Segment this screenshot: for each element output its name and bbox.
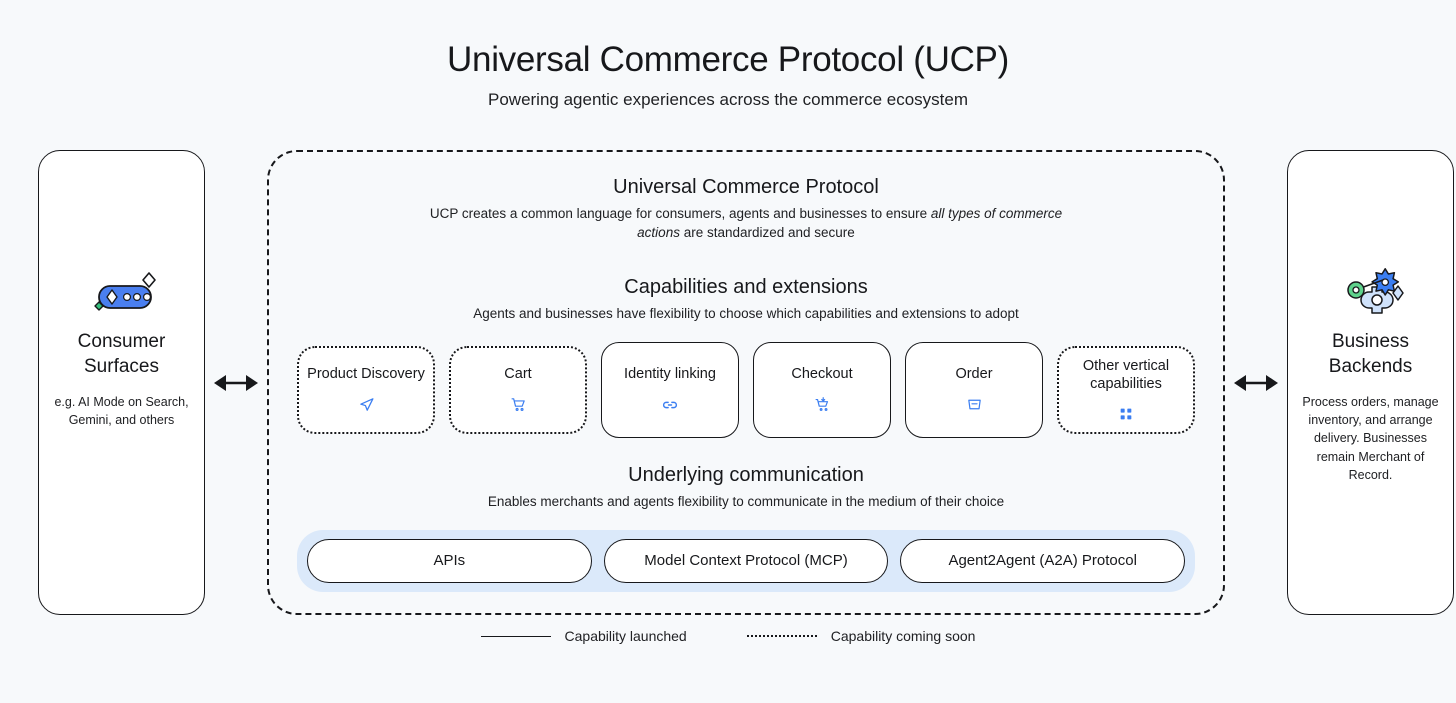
- capability-label: Checkout: [791, 365, 853, 382]
- bidirectional-arrow-icon: [214, 374, 258, 391]
- capability-label: Order: [955, 365, 993, 382]
- protocol-pill-apis[interactable]: APIs: [307, 538, 592, 583]
- ucp-subtitle-part-2: are standardized and secure: [679, 224, 855, 240]
- capability-label: Cart: [504, 365, 532, 382]
- page-subtitle: Powering agentic experiences across the …: [488, 90, 968, 110]
- capability-card-identity-linking[interactable]: Identity linking: [601, 341, 739, 438]
- panel-title-line-2: Backends: [1328, 356, 1413, 378]
- capability-label: Product Discovery: [307, 365, 425, 382]
- capability-card-checkout[interactable]: Checkout: [753, 341, 891, 438]
- capability-label: Identity linking: [624, 365, 716, 382]
- panel-title-line-1: Business: [1331, 331, 1410, 352]
- consumer-surfaces-description: e.g. AI Mode on Search, Gemini, and othe…: [54, 395, 189, 428]
- legend-label: Capability launched: [564, 628, 687, 644]
- communication-subtitle: Enables merchants and agents flexibility…: [487, 493, 1005, 509]
- business-backends-description: Process orders, manage inventory, and ar…: [1302, 395, 1439, 482]
- diagram-stage: Consumer Surfaces e.g. AI Mode on Search…: [0, 150, 1456, 620]
- ai-chat-pill-sparkle-icon: [85, 259, 159, 317]
- capability-card-other-vertical-capabilities[interactable]: Other vertical capabilities: [1057, 345, 1195, 434]
- grid-dots-icon: [1118, 406, 1134, 422]
- consumer-surfaces-title: Consumer Surfaces: [78, 329, 166, 379]
- legend-swatch-dotted: [746, 635, 817, 637]
- ucp-subtitle-emphasis: all types of commerce actions: [637, 206, 1063, 240]
- ucp-subtitle-part-1: UCP creates a common language for consum…: [429, 206, 931, 221]
- gears-sparkle-icon: [1334, 259, 1408, 317]
- legend-swatch-solid: [480, 635, 551, 637]
- shopping-cart-icon: [510, 396, 527, 414]
- capability-card-order[interactable]: Order: [905, 341, 1043, 438]
- legend-item-dotted: Capability coming soon: [746, 628, 976, 644]
- capability-cards-row: Product Discovery Cart Identity linking Che…: [297, 341, 1195, 438]
- protocol-pill-model-context-protocol-mcp-[interactable]: Model Context Protocol (MCP): [603, 538, 889, 583]
- capability-label: Other vertical capabilities: [1082, 357, 1170, 392]
- panel-title-line-1: Consumer: [77, 331, 166, 352]
- capability-card-product-discovery[interactable]: Product Discovery: [297, 345, 435, 434]
- legend: Capability launched Capability coming soo…: [0, 628, 1456, 644]
- panel-title-line-2: Surfaces: [84, 356, 159, 378]
- basket-icon: [966, 396, 983, 414]
- legend-label: Capability coming soon: [830, 628, 976, 644]
- capabilities-subtitle: Agents and businesses have flexibility t…: [473, 306, 1019, 322]
- capabilities-title: Capabilities and extensions: [624, 276, 868, 299]
- ucp-subtitle: UCP creates a common language for consum…: [426, 205, 1066, 242]
- protocol-pill-agent2agent-a2a-protocol[interactable]: Agent2Agent (A2A) Protocol: [900, 538, 1186, 583]
- communication-title: Underlying communication: [628, 463, 864, 486]
- left-bidirectional-arrow: [205, 150, 267, 615]
- capability-card-cart[interactable]: Cart: [449, 345, 587, 434]
- cart-checkout-icon: [814, 396, 831, 414]
- legend-item-solid: Capability launched: [480, 628, 687, 644]
- page-title: Universal Commerce Protocol (UCP): [447, 40, 1009, 79]
- send-arrow-icon: [358, 396, 375, 414]
- link-icon: [661, 396, 679, 414]
- ucp-container: Universal Commerce Protocol UCP creates …: [267, 150, 1225, 615]
- consumer-surfaces-panel[interactable]: Consumer Surfaces e.g. AI Mode on Search…: [38, 150, 205, 615]
- business-backends-title: Business Backends: [1329, 329, 1412, 379]
- bidirectional-arrow-icon: [1234, 374, 1278, 391]
- right-bidirectional-arrow: [1225, 150, 1287, 615]
- page-header: Universal Commerce Protocol (UCP) Poweri…: [0, 0, 1456, 110]
- ucp-title: Universal Commerce Protocol: [613, 176, 879, 198]
- business-backends-panel[interactable]: Business Backends Process orders, manage…: [1287, 150, 1454, 615]
